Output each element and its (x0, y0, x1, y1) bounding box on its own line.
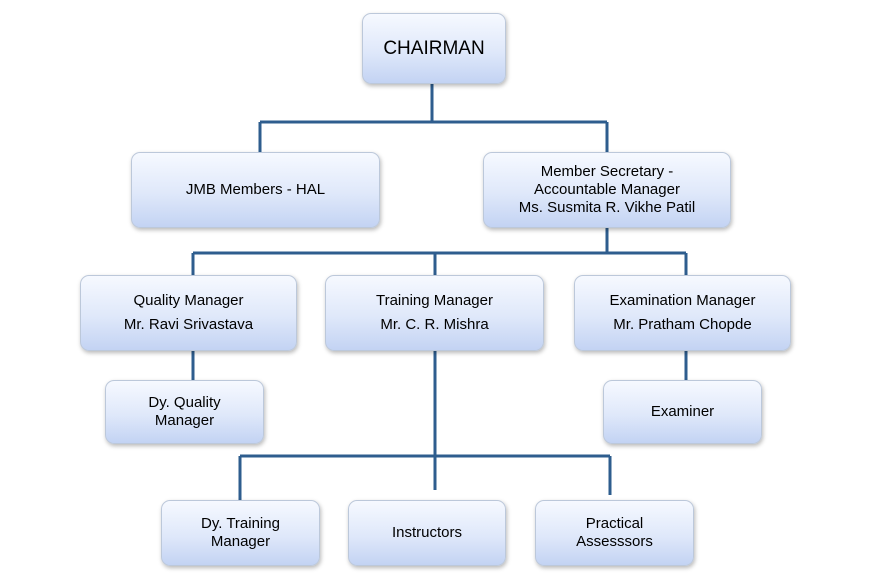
dy-quality-manager-box: Dy. Quality Manager (105, 380, 264, 444)
quality-manager-name: Mr. Ravi Srivastava (123, 316, 254, 333)
examiner-box: Examiner (603, 380, 762, 444)
chairman-box: CHAIRMAN (362, 13, 506, 84)
practical-assessors-line1: Practical (585, 515, 644, 532)
practical-assessors-box: Practical Assesssors (535, 500, 694, 566)
dy-training-manager-line1: Dy. Training (201, 515, 280, 532)
examiner-label: Examiner (650, 403, 715, 420)
jmb-members-box: JMB Members - HAL (131, 152, 380, 228)
member-secretary-line1: Member Secretary - (540, 163, 674, 180)
connector-training-staff (238, 351, 612, 500)
instructors-label: Instructors (391, 524, 463, 541)
dy-training-manager-box: Dy. Training Manager (161, 500, 320, 566)
connector-chairman-level1 (258, 84, 609, 152)
examination-manager-title: Examination Manager (609, 292, 756, 309)
dy-quality-manager-line2: Manager (154, 412, 215, 429)
practical-assessors-line2: Assesssors (576, 533, 653, 550)
quality-manager-box: Quality Manager Mr. Ravi Srivastava (80, 275, 297, 351)
examination-manager-name: Mr. Pratham Chopde (613, 316, 752, 333)
connector-secretary-managers (191, 228, 688, 275)
jmb-members-label: JMB Members - HAL (185, 181, 326, 198)
member-secretary-line2: Accountable Manager (534, 181, 680, 198)
chairman-label: CHAIRMAN (383, 37, 485, 59)
member-secretary-box: Member Secretary - Accountable Manager M… (483, 152, 731, 228)
dy-quality-manager-line1: Dy. Quality (148, 394, 221, 411)
training-manager-name: Mr. C. R. Mishra (380, 316, 489, 333)
dy-training-manager-line2: Manager (210, 533, 271, 550)
examination-manager-box: Examination Manager Mr. Pratham Chopde (574, 275, 791, 351)
instructors-box: Instructors (348, 500, 506, 566)
training-manager-title: Training Manager (375, 292, 493, 309)
training-manager-box: Training Manager Mr. C. R. Mishra (325, 275, 544, 351)
member-secretary-name: Ms. Susmita R. Vikhe Patil (518, 199, 696, 216)
quality-manager-title: Quality Manager (133, 292, 244, 309)
